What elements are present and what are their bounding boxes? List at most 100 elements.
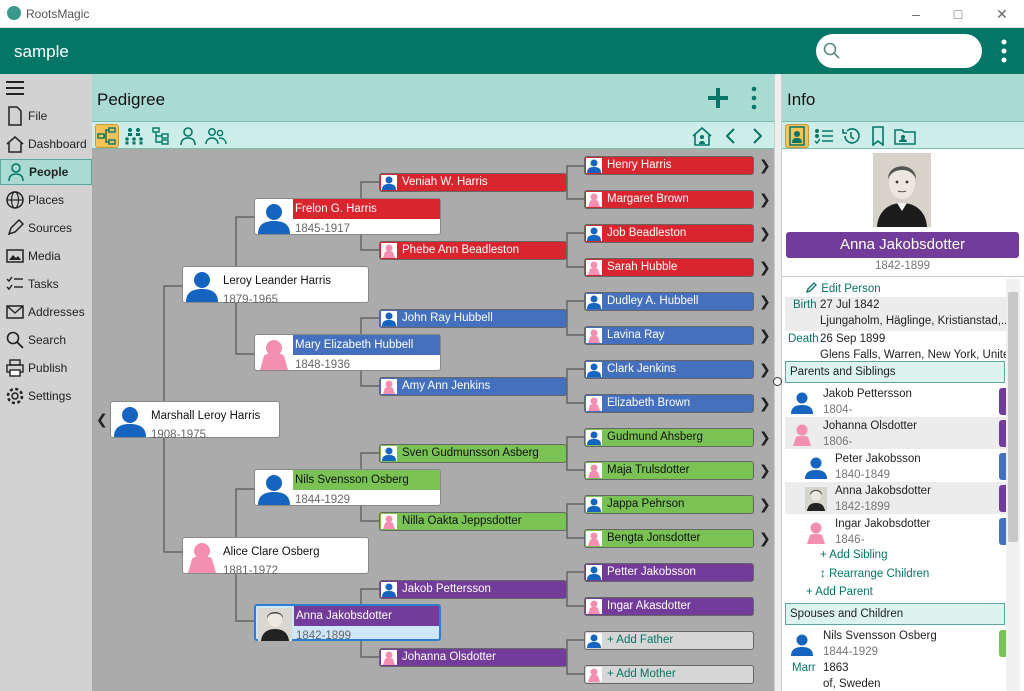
home-person-button[interactable] xyxy=(690,124,714,148)
pane-splitter[interactable] xyxy=(773,74,782,691)
person-box-gen4[interactable]: Jappa Pehrson xyxy=(584,495,754,514)
individual-view-button[interactable] xyxy=(176,124,200,148)
chevron-right-icon[interactable]: ❯ xyxy=(759,361,771,377)
info-facts-tab[interactable] xyxy=(812,124,836,148)
person-box-grandparent[interactable]: Frelon G. Harris 1845-1917 xyxy=(254,198,441,235)
sidebar-item-publish[interactable]: Publish xyxy=(0,355,92,381)
descendants-view-button[interactable] xyxy=(149,124,173,148)
person-box-gen4[interactable]: Maja Trulsdotter xyxy=(584,461,754,480)
spouse-row[interactable]: Nils Svensson Osberg 1844-1929 xyxy=(785,627,1007,659)
more-options-icon[interactable] xyxy=(994,37,1014,65)
pedigree-view-button[interactable] xyxy=(95,124,119,148)
person-box-gen3[interactable]: Nilla Oakta Jeppsdotter xyxy=(379,512,567,531)
person-box-gen4[interactable]: Clark Jenkins xyxy=(584,360,754,379)
female-avatar-icon xyxy=(381,243,397,258)
chevron-right-icon[interactable]: ❯ xyxy=(759,225,771,241)
chevron-left-icon[interactable]: ❮ xyxy=(96,411,108,427)
person-box-gen4[interactable]: Henry Harris xyxy=(584,156,754,175)
chevron-right-icon[interactable]: ❯ xyxy=(759,462,771,478)
add-mother-button[interactable]: + Add Mother xyxy=(584,665,754,684)
chevron-right-icon[interactable]: ❯ xyxy=(759,496,771,512)
close-button[interactable]: ✕ xyxy=(996,6,1008,22)
person-box-gen3[interactable]: Veniah W. Harris xyxy=(379,173,567,192)
birth-fact[interactable]: Birth 27 Jul 1842 Ljungaholm, Häglinge, … xyxy=(785,297,1011,331)
sidebar-item-places[interactable]: Places xyxy=(0,187,92,213)
parent-row[interactable]: Johanna Olsdotter 1806- xyxy=(785,417,1007,449)
person-box-gen4[interactable]: Bengta Jonsdotter xyxy=(584,529,754,548)
person-box-grandparent[interactable]: Nils Svensson Osberg 1844-1929 xyxy=(254,469,441,506)
sibling-row[interactable]: Peter Jakobsson 1840-1849 xyxy=(785,450,1007,482)
marriage-fact[interactable]: Marr 1863 of, Sweden xyxy=(785,660,1007,691)
person-box-gen3[interactable]: John Ray Hubbell xyxy=(379,309,567,328)
chevron-right-icon[interactable]: ❯ xyxy=(759,395,771,411)
sidebar-item-settings[interactable]: Settings xyxy=(0,383,92,409)
spouses-children-section[interactable]: Spouses and Children xyxy=(785,603,1005,625)
person-box-gen4[interactable]: Job Beadleston xyxy=(584,224,754,243)
fact-place: of, Sweden xyxy=(823,678,881,690)
maximize-button[interactable]: □ xyxy=(953,6,963,22)
person-box-gen3[interactable]: Amy Ann Jenkins xyxy=(379,377,567,396)
back-button[interactable] xyxy=(719,124,743,148)
info-person-tab[interactable] xyxy=(785,124,809,148)
sidebar-item-media[interactable]: Media xyxy=(0,243,92,269)
info-media-tab[interactable] xyxy=(893,124,917,148)
sidebar-item-tasks[interactable]: Tasks xyxy=(0,271,92,297)
person-box-gen4[interactable]: Ingar Akasdotter xyxy=(584,597,754,616)
person-box-mother[interactable]: Alice Clare Osberg 1881-1972 xyxy=(182,537,369,577)
male-avatar-icon xyxy=(791,634,813,656)
forward-button[interactable] xyxy=(745,124,769,148)
chevron-right-icon[interactable]: ❯ xyxy=(759,429,771,445)
people-list-view-button[interactable] xyxy=(204,124,228,148)
hamburger-menu-icon[interactable] xyxy=(6,80,24,96)
add-parent-button[interactable]: + Add Parent xyxy=(806,586,873,598)
female-avatar-icon xyxy=(381,379,397,394)
more-options-icon[interactable] xyxy=(748,85,760,111)
sidebar-item-people[interactable]: People xyxy=(0,159,92,185)
sidebar-item-sources[interactable]: Sources xyxy=(0,215,92,241)
scrollbar-thumb[interactable] xyxy=(1008,292,1018,542)
person-box-gen4[interactable]: Lavina Ray xyxy=(584,326,754,345)
person-box-root[interactable]: Marshall Leroy Harris 1908-1975 xyxy=(110,401,280,441)
person-box-gen3[interactable]: Sven Gudmunsson Asberg xyxy=(379,444,567,463)
chevron-right-icon[interactable]: ❯ xyxy=(759,327,771,343)
splitter-handle[interactable] xyxy=(773,377,782,386)
minimize-button[interactable]: – xyxy=(912,6,920,22)
person-box-gen4[interactable]: Dudley A. Hubbell xyxy=(584,292,754,311)
sibling-row[interactable]: Ingar Jakobsdotter 1846- xyxy=(785,515,1007,547)
person-box-selected[interactable]: Anna Jakobsdotter 1842-1899 xyxy=(254,604,441,642)
family-view-button[interactable] xyxy=(122,124,146,148)
info-bookmark-tab[interactable] xyxy=(866,124,890,148)
chevron-right-icon[interactable]: ❯ xyxy=(759,293,771,309)
person-box-father[interactable]: Leroy Leander Harris 1879-1965 xyxy=(182,266,369,306)
chevron-right-icon[interactable]: ❯ xyxy=(759,259,771,275)
sibling-row[interactable]: Anna Jakobsdotter 1842-1899 xyxy=(785,482,1007,514)
person-box-gen3[interactable]: Jakob Pettersson xyxy=(379,580,567,599)
sidebar-item-search[interactable]: Search xyxy=(0,327,92,353)
person-box-gen4[interactable]: Petter Jakobsson xyxy=(584,563,754,582)
death-fact[interactable]: Death 26 Sep 1899 Glens Falls, Warren, N… xyxy=(785,331,1019,365)
rearrange-children-button[interactable]: ↕ Rearrange Children xyxy=(820,568,929,580)
add-father-button[interactable]: + Add Father xyxy=(584,631,754,650)
person-box-gen4[interactable]: Gudmund Ahsberg xyxy=(584,428,754,447)
edit-person-link[interactable]: Edit Person xyxy=(805,281,881,295)
info-history-tab[interactable] xyxy=(839,124,863,148)
person-box-grandparent[interactable]: Mary Elizabeth Hubbell 1848-1936 xyxy=(254,334,441,371)
window-titlebar: RootsMagic – □ ✕ xyxy=(0,0,1024,28)
parent-row[interactable]: Jakob Pettersson 1804- xyxy=(785,385,1007,417)
add-icon[interactable] xyxy=(707,87,729,109)
sidebar-item-addresses[interactable]: Addresses xyxy=(0,299,92,325)
person-box-gen3[interactable]: Phebe Ann Beadleston xyxy=(379,241,567,260)
sidebar-item-file[interactable]: File xyxy=(0,103,92,129)
person-box-gen4[interactable]: Sarah Hubble xyxy=(584,258,754,277)
chevron-right-icon[interactable]: ❯ xyxy=(759,157,771,173)
sidebar-item-dashboard[interactable]: Dashboard xyxy=(0,131,92,157)
chevron-right-icon[interactable]: ❯ xyxy=(759,191,771,207)
chevron-right-icon[interactable]: ❯ xyxy=(759,530,771,546)
sidebar-item-label: Places xyxy=(28,193,65,207)
person-box-gen4[interactable]: Elizabeth Brown xyxy=(584,394,754,413)
person-box-gen3[interactable]: Johanna Olsdotter xyxy=(379,648,567,667)
add-sibling-button[interactable]: + Add Sibling xyxy=(820,549,887,561)
search-input[interactable] xyxy=(816,34,982,68)
person-box-gen4[interactable]: Margaret Brown xyxy=(584,190,754,209)
parents-siblings-section[interactable]: Parents and Siblings xyxy=(785,361,1005,383)
